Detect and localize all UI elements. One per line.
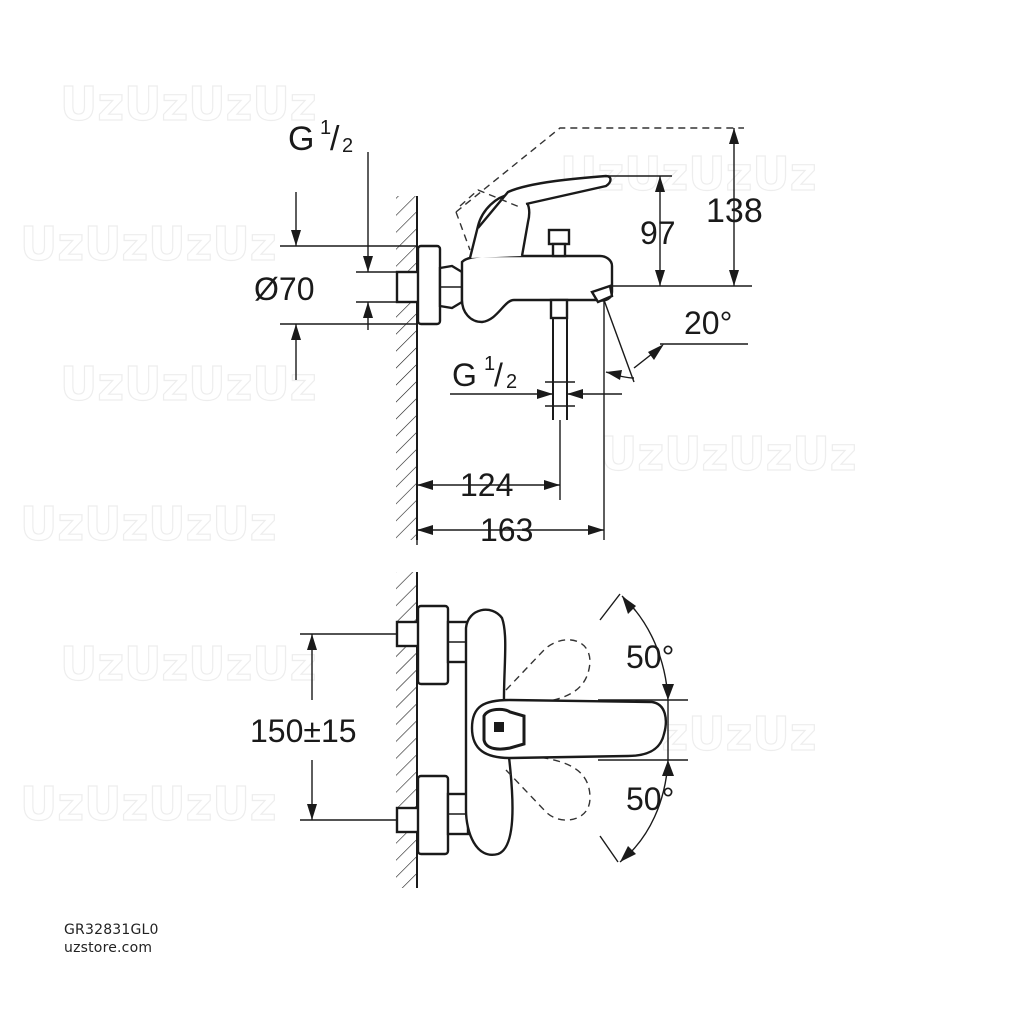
watermark-text: UzUzUzUz [60, 77, 317, 131]
spout-thread-den: 2 [506, 371, 517, 393]
watermark-text: UzUzUzUz [20, 777, 277, 831]
spout-thread-label: G 1 / 2 [452, 353, 517, 393]
top-thread-den: 2 [342, 135, 353, 157]
side-view [280, 127, 752, 545]
lever-pos-lower [505, 755, 591, 821]
angle-lower-label: 50° [626, 781, 674, 817]
height-total-label: 138 [706, 192, 763, 230]
spout-outlet [590, 284, 614, 304]
inlet-nipple [395, 270, 421, 304]
wall-hatch-front [396, 572, 416, 888]
lever-raised-outline [455, 127, 744, 251]
lever-handle-side [477, 174, 612, 229]
diameter-label: Ø70 [254, 271, 314, 307]
watermark-text: UzUzUzUz [560, 147, 817, 201]
store-site: uzstore.com [64, 940, 153, 956]
mixer-body-side [460, 254, 614, 324]
lower-escutcheon [416, 774, 450, 856]
spout-thread-g: G [452, 357, 477, 393]
watermark-text: UzUzUzUz [600, 427, 857, 481]
front-view [300, 572, 688, 888]
centres-label: 150±15 [250, 713, 357, 749]
wall-escutcheon [416, 244, 442, 326]
wall-hatch-side [396, 196, 416, 540]
top-thread-num: 1 [320, 117, 331, 139]
watermark-text: UzUzUzUz [60, 637, 317, 691]
top-thread-g: G [288, 120, 314, 158]
product-code: GR32831GL0 [64, 922, 159, 938]
upper-escutcheon [416, 604, 450, 686]
watermark-text: UzUzUzUz [20, 217, 277, 271]
diverter-knob [547, 228, 571, 246]
watermark-text: UzUzUzUz [60, 357, 317, 411]
watermark-text: UzUzUzUz [20, 497, 277, 551]
spout-thread-slash: / [494, 357, 503, 393]
depth-outlet-label: 124 [460, 467, 513, 503]
angle-upper-label: 50° [626, 639, 674, 675]
depth-total-label: 163 [480, 512, 533, 548]
height-outlet-label: 97 [640, 215, 676, 251]
spout-thread-num: 1 [484, 353, 495, 375]
lever-cap [482, 707, 526, 751]
lever-pos-upper [505, 639, 591, 705]
watermark-layer: UzUzUzUz UzUzUzUz UzUzUzUz UzUzUzUz UzUz… [19, 76, 857, 831]
upper-inlet-nipple [395, 620, 421, 648]
top-thread-label: G 1 / 2 [288, 117, 353, 158]
shower-connector [549, 298, 569, 320]
angle-spout-label: 20° [684, 305, 732, 341]
top-thread-slash: / [330, 120, 340, 158]
lower-inlet-nipple [395, 806, 421, 834]
